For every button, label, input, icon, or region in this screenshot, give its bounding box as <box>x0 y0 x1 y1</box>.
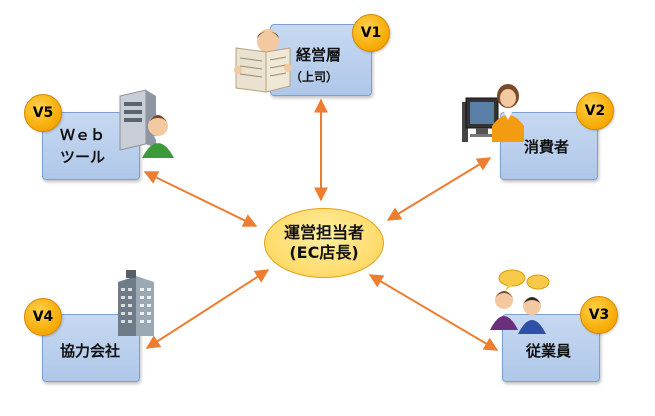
arrow-v2-center <box>386 157 492 221</box>
node-sublabel-v1: （上司） <box>290 70 339 84</box>
node-label-v2: 消費者 <box>524 138 570 156</box>
office-building-icon <box>118 270 154 336</box>
node-label-v4: 協力会社 <box>60 342 121 360</box>
badge-v2: V2 <box>576 92 614 130</box>
center-label-line1: 運営担当者 <box>283 223 364 242</box>
node-label-v5-line1: Ｗｅｂ <box>60 126 106 144</box>
badge-v4: V4 <box>24 298 62 336</box>
badge-v3: V3 <box>580 296 618 334</box>
arrow-v3-center <box>368 274 499 351</box>
node-label-v5-line2: ツール <box>60 148 106 166</box>
center-label-line2: (EC店長) <box>289 243 359 262</box>
badge-v1: V1 <box>352 14 390 52</box>
node-label-v1: 経営層 <box>296 46 342 64</box>
server-admin-icon <box>119 89 174 158</box>
node-label-v3: 従業員 <box>526 342 572 360</box>
newspaper-reader-icon <box>234 29 292 93</box>
badge-v5: V5 <box>24 94 62 132</box>
employees-talking-icon <box>490 269 550 334</box>
center-node: 運営担当者 (EC店長) <box>264 208 384 278</box>
arrow-v5-center <box>143 171 258 227</box>
computer-user-icon <box>462 84 524 142</box>
arrow-v4-center <box>145 269 270 349</box>
